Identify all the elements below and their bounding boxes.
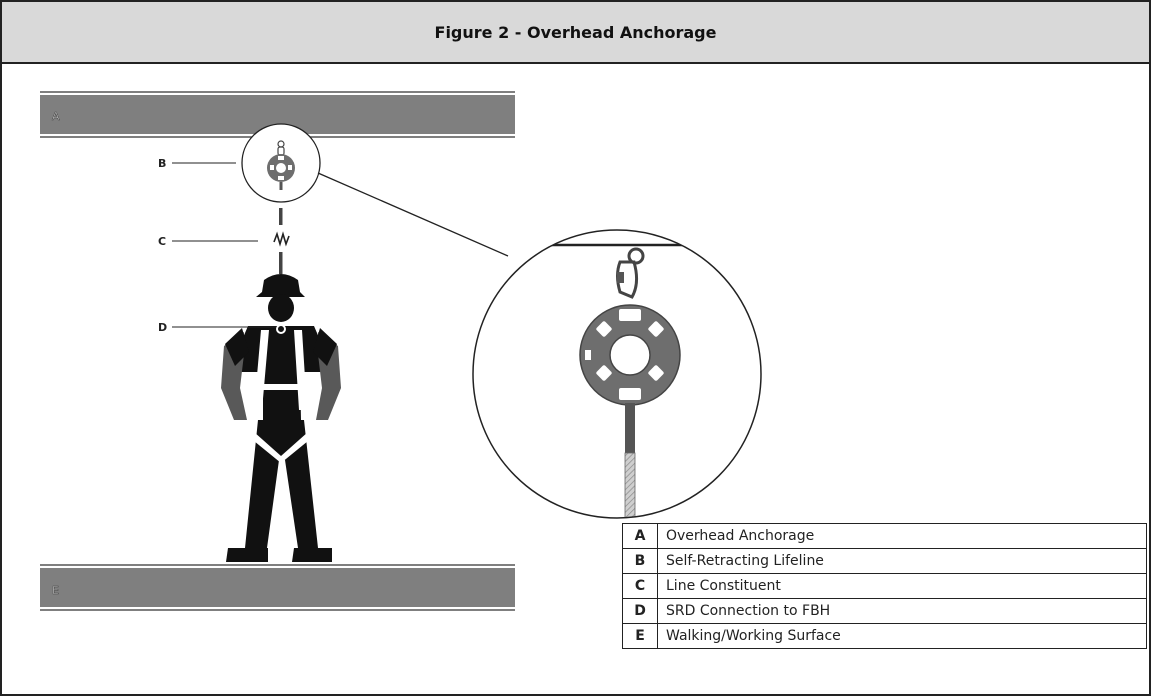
beam-label-e: E (52, 584, 59, 597)
srl-zoom-detail (472, 229, 762, 519)
legend-label: Overhead Anchorage (657, 523, 1147, 549)
legend-row: A Overhead Anchorage (622, 523, 1147, 549)
callout-c: C (158, 235, 258, 248)
legend-key: A (622, 523, 658, 549)
legend-row: E Walking/Working Surface (622, 623, 1147, 649)
callout-b-label: B (158, 157, 166, 170)
legend-table: A Overhead Anchorage B Self-Retracting L… (622, 523, 1147, 649)
figure-header: Figure 2 - Overhead Anchorage (2, 2, 1149, 64)
legend-label: Walking/Working Surface (657, 623, 1147, 649)
callout-d: D (158, 321, 276, 334)
legend-key: D (622, 598, 658, 624)
figure-title: Figure 2 - Overhead Anchorage (434, 22, 717, 42)
legend-label: Line Constituent (657, 573, 1147, 599)
legend-label: Self-Retracting Lifeline (657, 548, 1147, 574)
legend-row: B Self-Retracting Lifeline (622, 548, 1147, 574)
callout-b: B (158, 157, 236, 170)
zoom-connector-line (317, 172, 509, 257)
lifeline-line (273, 208, 290, 274)
walking-surface-beam: E (40, 564, 515, 611)
legend-label: SRD Connection to FBH (657, 598, 1147, 624)
legend-key: B (622, 548, 658, 574)
worker-figure (221, 274, 341, 562)
legend-key: E (622, 623, 658, 649)
callout-d-label: D (158, 321, 167, 334)
legend-row: C Line Constituent (622, 573, 1147, 599)
callout-c-label: C (158, 235, 166, 248)
legend-key: C (622, 573, 658, 599)
legend-row: D SRD Connection to FBH (622, 598, 1147, 624)
srl-small-icon (241, 123, 321, 203)
beam-label-a: A (52, 110, 60, 123)
